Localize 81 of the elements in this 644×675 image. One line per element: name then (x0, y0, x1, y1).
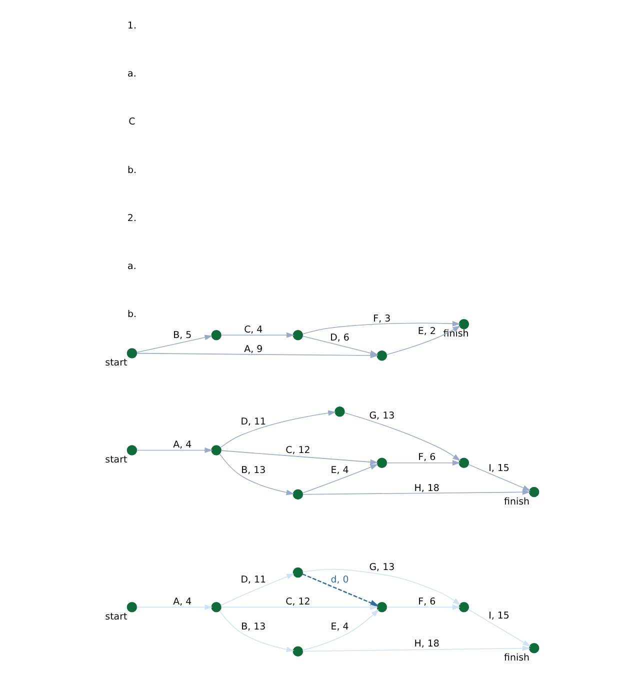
node-circle (458, 458, 470, 468)
edge-label: F, 6 (418, 596, 436, 608)
edge-label: F, 6 (418, 452, 436, 464)
arrow (302, 320, 460, 334)
edge-label: H, 18 (414, 638, 440, 650)
node-circle (292, 567, 304, 578)
node-circle (126, 602, 138, 612)
node-circle (126, 445, 138, 456)
arrow (302, 489, 530, 495)
node-label: start (105, 454, 128, 466)
node-circle (334, 406, 345, 417)
arrow (302, 646, 530, 652)
arrow (136, 352, 378, 358)
arrow (468, 464, 531, 491)
node-label: start (105, 358, 128, 369)
edge-label: B, 13 (241, 464, 266, 476)
node-circle (529, 486, 540, 498)
edge-label: I, 15 (488, 463, 510, 474)
node-circle (458, 318, 470, 330)
edge-label: D, 6 (330, 332, 350, 344)
edge-label: D, 11 (240, 416, 266, 428)
node-circle (292, 330, 304, 340)
label: 2. (127, 212, 136, 224)
node-label: start (105, 611, 128, 622)
node-label: finish (504, 652, 530, 664)
edge-label: F, 3 (373, 313, 391, 324)
label: b. (127, 164, 136, 176)
arrow (386, 326, 461, 355)
node-circle (211, 330, 222, 340)
label: a. (128, 260, 136, 272)
edge-label: d, 0 (330, 574, 349, 586)
arrow (220, 410, 336, 448)
node-circle (458, 602, 470, 612)
arrow (219, 454, 294, 496)
arrow (220, 604, 378, 610)
arrow (302, 568, 461, 606)
label: C (128, 116, 136, 128)
arrow (468, 609, 531, 647)
arrow (386, 604, 460, 610)
label: 1. (127, 20, 136, 32)
edge-label: C, 12 (286, 596, 310, 608)
arrow (344, 412, 461, 461)
edge-label: G, 13 (369, 562, 395, 573)
edge-label: E, 4 (330, 464, 349, 476)
edge-label: A, 4 (173, 596, 192, 608)
node-label: finish (504, 496, 530, 508)
arrow (220, 574, 294, 606)
arrow (136, 448, 213, 454)
label: b. (127, 309, 136, 320)
node-circle (211, 602, 222, 612)
node-circle (211, 445, 222, 456)
edge-label: E, 2 (418, 326, 436, 338)
arrow (302, 609, 379, 651)
node-circle (529, 643, 540, 654)
edge-label: D, 11 (240, 574, 266, 586)
node-circle (292, 489, 304, 500)
arrow (302, 464, 378, 494)
arrow (302, 573, 380, 606)
edge-label: B, 5 (173, 330, 192, 341)
arrow (219, 610, 294, 652)
node-circle (376, 602, 388, 612)
node-label: finish (443, 328, 469, 340)
arrow (136, 334, 213, 353)
edge-label: E, 4 (330, 622, 349, 633)
node-circle (376, 350, 388, 361)
arrow (386, 460, 460, 466)
node-circle (126, 348, 138, 358)
edge-label: B, 13 (241, 622, 266, 633)
edge-label: A, 9 (244, 344, 263, 356)
arrow (136, 604, 213, 610)
node-circle (292, 646, 304, 656)
edge-label: G, 13 (369, 410, 395, 422)
node-circle (376, 458, 388, 468)
edge-label: I, 15 (488, 610, 510, 622)
edge-label: C, 12 (286, 445, 310, 456)
edge-label: A, 4 (173, 440, 192, 451)
label: a. (128, 68, 136, 80)
arrow (220, 450, 378, 465)
arrow (220, 332, 294, 338)
edge-label: C, 4 (244, 324, 263, 336)
edge-label: H, 18 (414, 482, 440, 494)
